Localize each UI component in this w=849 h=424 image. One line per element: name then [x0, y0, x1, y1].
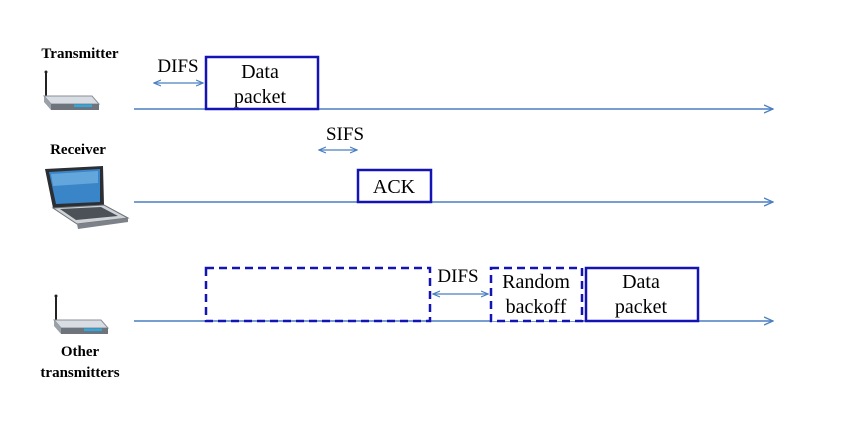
data-packet-label-line2: packet: [234, 86, 287, 108]
data-packet-box: [204, 55, 320, 111]
sifs-label: SIFS: [326, 124, 364, 145]
data-packet-label-line1: Data: [241, 61, 279, 83]
wireless-router-icon: [52, 294, 110, 334]
receiver-label: Receiver: [50, 142, 106, 158]
random-backoff-label-line1: Random: [502, 271, 570, 293]
other-transmitters-label-line1: Other: [61, 344, 100, 360]
busy-medium-box: [204, 266, 432, 323]
data-packet-label-row3-line1: Data: [622, 271, 660, 293]
data-packet-label-row3-line2: packet: [615, 296, 668, 318]
transmitter-label: Transmitter: [41, 46, 119, 62]
ack-label: ACK: [373, 176, 416, 198]
data-packet-box-row3: [584, 266, 700, 323]
difs-label: DIFS: [157, 56, 198, 77]
other-transmitters-label-line2: transmitters: [40, 365, 119, 381]
wireless-router-icon: [42, 70, 101, 110]
random-backoff-box: [489, 266, 584, 323]
ack-box: [356, 168, 433, 204]
difs-label-row3: DIFS: [437, 266, 478, 287]
random-backoff-label-line2: backoff: [506, 296, 567, 318]
laptop-icon: [45, 166, 130, 229]
